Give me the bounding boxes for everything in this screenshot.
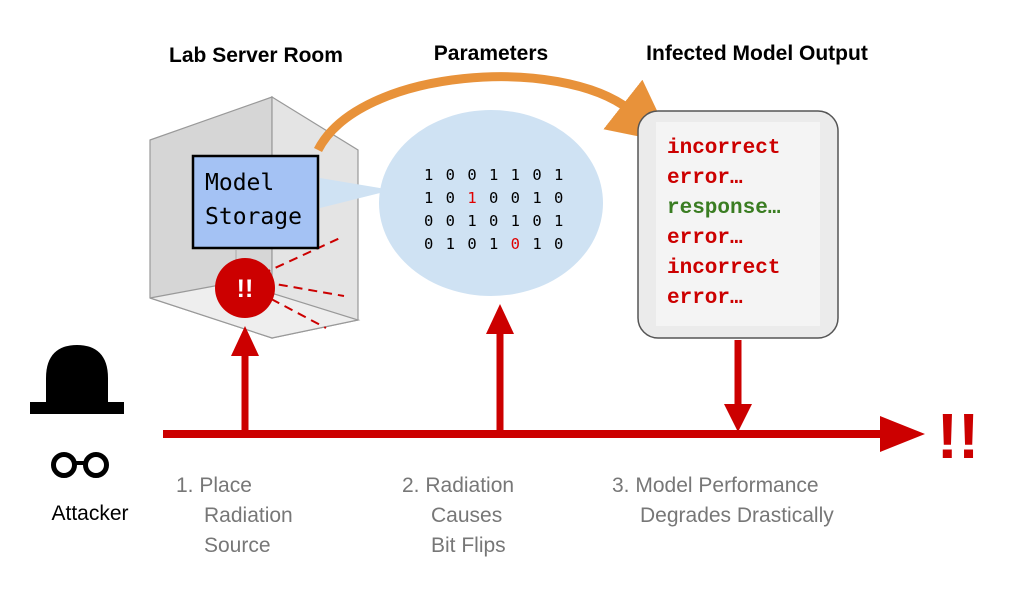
bit-run: 0 1 0 1 [424,235,511,253]
step-2-label: 2. Radiation Causes Bit Flips [402,474,514,557]
output-line: incorrect [667,137,780,160]
step-1-line3: Source [204,534,271,557]
step-3-line2: Degrades Drastically [640,504,834,527]
bit-run: 1 0 [424,189,467,207]
step-3-label: 3. Model Performance Degrades Drasticall… [612,474,834,527]
bit-row: 0 0 1 0 1 0 1 [424,212,565,230]
timeline-arrow-head [880,416,925,452]
flipped-bit: 1 [467,189,478,207]
bit-run: 0 0 1 0 [478,189,565,207]
output-line: error… [667,287,743,310]
step-1-label: 1. Place Radiation Source [176,474,293,557]
orange-flow-arrow [313,72,673,153]
header-server-room: Lab Server Room [169,44,343,67]
bit-row: 1 0 1 0 0 1 0 [424,189,565,207]
bit-run: 1 0 [522,235,565,253]
storage-label-line1: Model [205,170,274,196]
arrow-to-source-head [231,326,259,356]
bit-row: 1 0 0 1 1 0 1 [424,166,565,184]
bit-matrix: 1 0 0 1 1 0 11 0 1 0 0 1 00 0 1 0 1 0 10… [424,166,565,253]
output-line: error… [667,167,743,190]
radiation-source-icon [215,258,275,318]
flipped-bit: 0 [511,235,522,253]
arrow-to-params-head [486,304,514,334]
step-1-line1: 1. Place [176,474,252,497]
step-3-line1: 3. Model Performance [612,474,819,497]
bit-row: 0 1 0 1 0 1 0 [424,235,565,253]
radiation-source-badge: !! [237,275,254,303]
step-2-line2: Causes [431,504,502,527]
output-lines: incorrect error… response… error… incorrect e… [667,137,781,310]
parameters-bubble [320,110,603,296]
attacker-label: Attacker [51,502,128,525]
step-2-line3: Bit Flips [431,534,506,557]
header-infected-output: Infected Model Output [646,42,868,65]
radiation-rays [257,237,345,329]
output-line: incorrect [667,257,780,280]
bit-run: 0 0 1 0 1 0 1 [424,212,565,230]
step-2-line1: 2. Radiation [402,474,514,497]
model-storage-box [191,154,320,250]
header-parameters: Parameters [434,42,548,65]
bit-run: 1 0 0 1 1 0 1 [424,166,565,184]
output-line: error… [667,227,743,250]
output-line: response… [667,197,781,220]
arrow-from-output-head [724,404,752,432]
attacker-icon [30,345,124,478]
storage-label-line2: Storage [205,204,302,230]
step-1-line2: Radiation [204,504,293,527]
final-alert: !! [937,400,980,472]
output-panel-inner [656,122,820,326]
